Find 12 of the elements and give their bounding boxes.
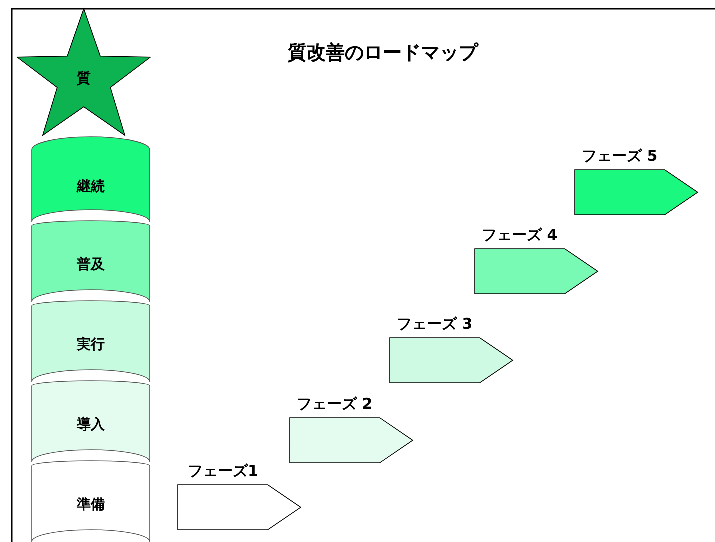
phase-label: フェーズ 2 [297,394,373,414]
stage-label: 質 [77,70,91,88]
stage-label: 継続 [77,178,105,196]
phase-label: フェーズ 5 [582,146,658,166]
stage-label: 普及 [77,256,105,274]
phase-label: フェーズ 4 [482,226,558,244]
phase-label: フェーズ1 [188,462,258,480]
stage-label: 導入 [77,416,105,434]
stage-label: 準備 [77,496,105,514]
stage-label: 実行 [77,336,105,354]
phase-label: フェーズ 3 [397,314,473,334]
title: 質改善のロードマップ [287,41,480,66]
